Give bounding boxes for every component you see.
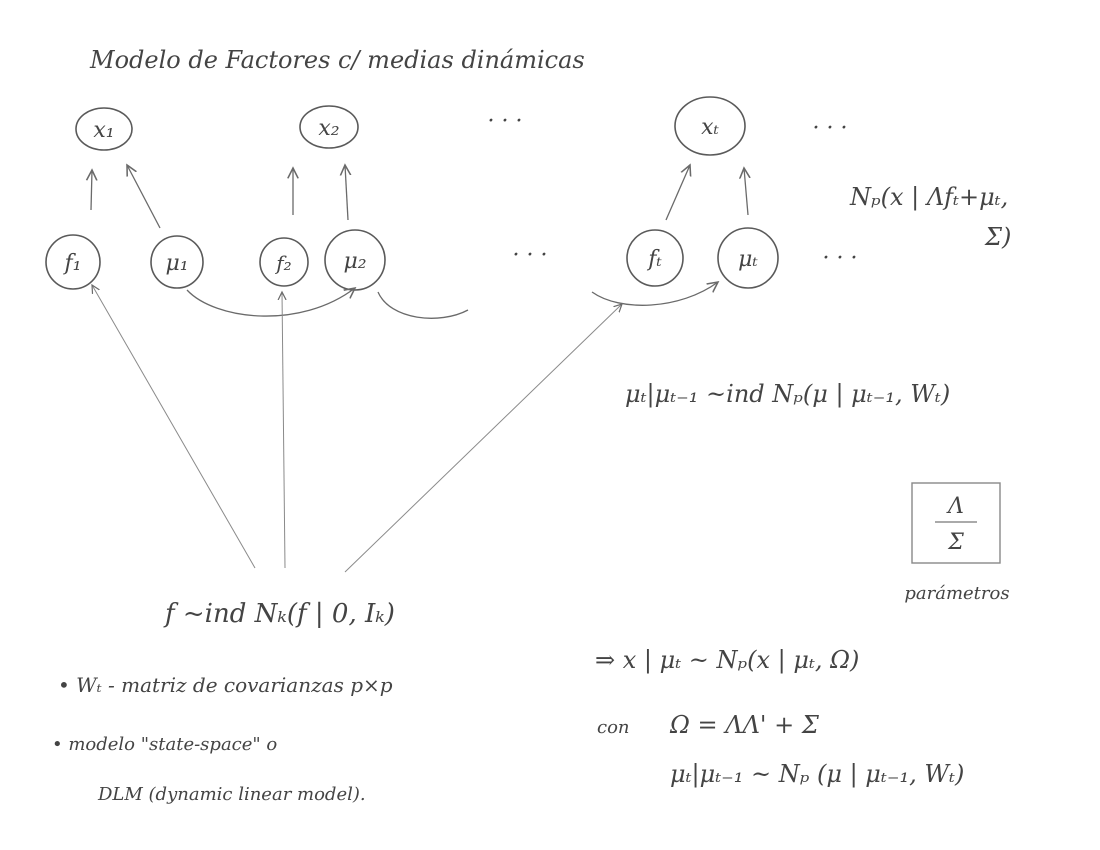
parameters-box: Λ Σ [911, 482, 1001, 564]
node-x1: x₁ [75, 107, 133, 151]
node-xt: xₜ [674, 96, 746, 156]
note-covariance: • Wₜ - matriz de covarianzas p×p [58, 673, 393, 697]
edge-mu1-mu2 [186, 288, 355, 317]
edge-mut-xt [744, 168, 748, 216]
ellipsis-middle: · · · [513, 243, 548, 268]
implication-line2: Ω = ΛΛ' + Σ [669, 711, 820, 739]
edge-mu1-x1 [127, 165, 161, 229]
node-x2: x₂ [299, 105, 359, 149]
factor-prior-formula: f ~ind Nₖ(f | 0, Iₖ) [163, 599, 395, 629]
edge-f1-x1 [91, 170, 92, 211]
edge-mu2-next [377, 291, 469, 319]
implication-line1: ⇒ x | μₜ ~ Nₚ(x | μₜ, Ω) [595, 646, 859, 675]
node-mut-label: μₜ [738, 247, 758, 272]
implication-con: con [597, 717, 630, 738]
edge-prior-f2 [282, 292, 285, 569]
node-mut: μₜ [717, 227, 779, 289]
ellipsis-top-right: · · · [813, 116, 848, 141]
param-lambda: Λ [946, 494, 964, 519]
edge-prev-mut [591, 282, 718, 306]
node-ft-label: fₜ [646, 247, 662, 272]
node-mu1-label: μ₁ [165, 251, 188, 276]
node-mu2-label: μ₂ [343, 249, 366, 274]
diagram-title: Modelo de Factores c/ medias dinámicas [89, 46, 585, 74]
edge-ft-xt [665, 165, 690, 221]
node-ft: fₜ [626, 229, 684, 287]
edge-mu2-x2 [345, 165, 348, 221]
node-f2-label: f₂ [274, 251, 291, 275]
node-mu1: μ₁ [150, 235, 204, 289]
node-f1-label: f₁ [63, 251, 82, 276]
ellipsis-top: · · · [488, 109, 523, 134]
note-dlm: DLM (dynamic linear model). [97, 784, 366, 805]
node-x2-label: x₂ [318, 116, 339, 141]
observation-formula-line1: Nₚ(x | Λfₜ+μₜ, [849, 183, 1008, 212]
param-sigma: Σ [947, 530, 964, 555]
note-state-space: • modelo "state-space" o [52, 734, 277, 755]
edge-prior-f1 [92, 285, 256, 569]
node-mu2: μ₂ [324, 229, 386, 291]
node-f1: f₁ [45, 234, 101, 290]
parameters-label: parámetros [904, 583, 1009, 604]
transition-formula: μₜ|μₜ₋₁ ~ind Nₚ(μ | μₜ₋₁, Wₜ) [625, 380, 950, 409]
ellipsis-middle-right: · · · [823, 246, 858, 271]
node-xt-label: xₜ [701, 115, 719, 140]
implication-line3: μₜ|μₜ₋₁ ~ Nₚ (μ | μₜ₋₁, Wₜ) [670, 760, 964, 789]
node-f2: f₂ [259, 237, 309, 287]
node-x1-label: x₁ [93, 118, 114, 143]
edge-prior-ft [344, 304, 622, 573]
observation-formula-line2: Σ) [984, 223, 1011, 251]
